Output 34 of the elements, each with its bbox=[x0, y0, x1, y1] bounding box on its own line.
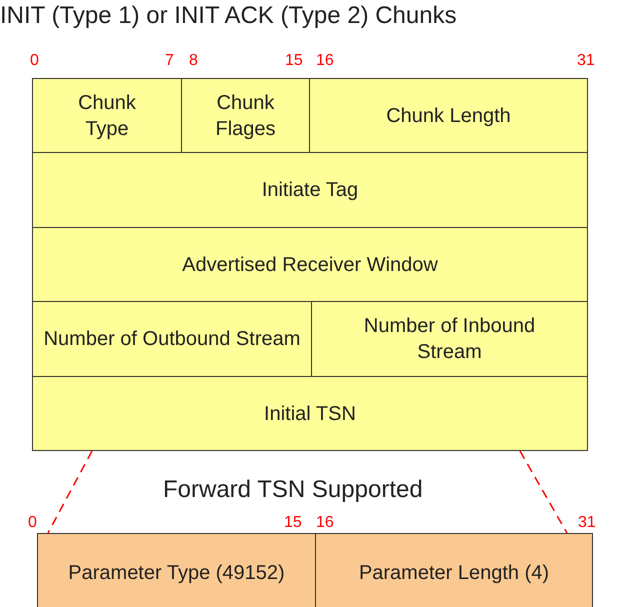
bit-position: 31 bbox=[578, 514, 596, 532]
field-label: Number of Outbound Stream bbox=[42, 327, 302, 352]
field-box bbox=[311, 301, 588, 377]
field-box bbox=[315, 533, 593, 607]
bit-position: 15 bbox=[285, 52, 303, 70]
field-label: Parameter Length (4) bbox=[358, 561, 550, 586]
field-box bbox=[37, 533, 316, 607]
field-label: Parameter Type (49152) bbox=[67, 561, 286, 586]
bit-position: 0 bbox=[28, 514, 37, 532]
field-box bbox=[32, 152, 588, 228]
bit-position: 8 bbox=[189, 52, 198, 70]
bit-position: 15 bbox=[284, 514, 302, 532]
leader-line bbox=[47, 450, 93, 534]
section-heading: Forward TSN Supported bbox=[163, 476, 423, 504]
field-box bbox=[181, 78, 310, 153]
field-box bbox=[32, 78, 182, 153]
bit-position: 7 bbox=[165, 52, 174, 70]
bit-position: 31 bbox=[577, 52, 595, 70]
field-label: Initiate Tag bbox=[260, 178, 360, 203]
bit-position: 16 bbox=[316, 514, 334, 532]
field-box bbox=[32, 301, 312, 377]
field-label: Chunk Type bbox=[77, 90, 137, 142]
diagram-title: INIT (Type 1) or INIT ACK (Type 2) Chunks bbox=[0, 2, 457, 30]
field-box bbox=[32, 376, 588, 451]
bit-position: 16 bbox=[316, 52, 334, 70]
field-label: Chunk Flages bbox=[214, 90, 277, 142]
field-label: Chunk Length bbox=[385, 104, 512, 128]
field-label: Advertised Receiver Window bbox=[181, 252, 439, 278]
leader-line bbox=[519, 450, 568, 534]
bit-position: 0 bbox=[30, 52, 39, 70]
field-box bbox=[32, 227, 588, 302]
field-label: Initial TSN bbox=[263, 402, 357, 426]
field-label: Number of Inbound Stream bbox=[362, 314, 536, 365]
field-box bbox=[309, 78, 588, 153]
